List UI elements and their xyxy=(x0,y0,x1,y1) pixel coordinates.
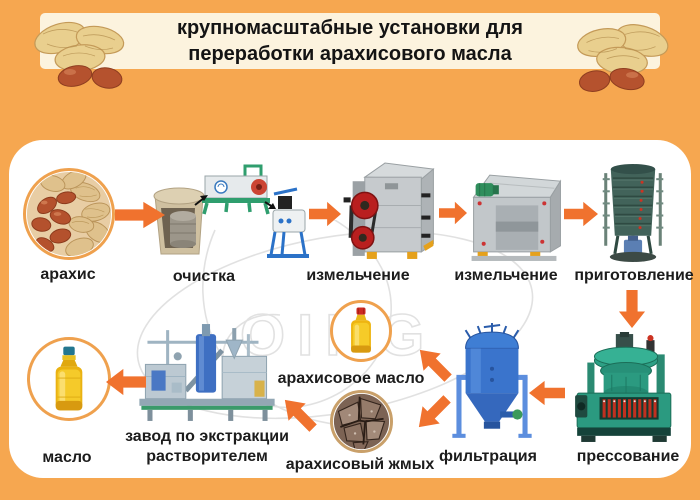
cooking-tower-image xyxy=(602,164,664,262)
arrow-cooking-to-pressing-icon xyxy=(618,290,646,328)
crushing-machine-image xyxy=(343,162,435,259)
title-line-1: крупномасштабные установки для xyxy=(177,17,523,39)
press-machine-image xyxy=(575,332,672,442)
step-cooking-label: приготовление xyxy=(574,267,694,284)
arrow-filtration-to-oil-icon xyxy=(411,341,458,388)
arrow-crushing-to-flaking-icon xyxy=(439,201,467,225)
arrow-cake-to-extraction-icon xyxy=(276,391,323,438)
step-pressing xyxy=(575,332,675,444)
step-peanut-oil-label: арахисовое масло xyxy=(277,370,425,387)
step-pressing-label: прессование xyxy=(576,448,680,465)
step-oil xyxy=(27,337,111,421)
step-cleaning xyxy=(146,160,310,262)
step-oil-label: масло xyxy=(42,449,92,466)
peanuts-image xyxy=(26,171,112,257)
peanuts-decoration-left xyxy=(15,6,145,94)
arrow-peanuts-to-cleaning-icon xyxy=(115,201,165,229)
step-peanut-oil xyxy=(330,300,392,362)
cleaning-machines-image xyxy=(153,164,309,258)
step-filtration xyxy=(450,322,534,446)
peanut-cake-image xyxy=(333,393,390,450)
step-cleaning-label: очистка xyxy=(172,268,236,285)
extraction-plant-image xyxy=(139,324,275,421)
step-peanut-cake xyxy=(330,390,393,453)
oil-bottle-image xyxy=(30,340,108,418)
arrow-pressing-to-filtration-icon xyxy=(529,380,565,406)
arrow-flaking-to-cooking-icon xyxy=(564,201,598,227)
peanut-oil-bottle-image xyxy=(333,303,389,359)
step-crushing xyxy=(342,157,436,264)
flaking-machine-image xyxy=(471,174,562,261)
step-flaking xyxy=(463,165,565,264)
title-banner: крупномасштабные установки для переработ… xyxy=(40,13,660,69)
arrow-filtration-to-cake-icon xyxy=(410,390,457,437)
step-peanuts-label: арахис xyxy=(40,266,96,283)
step-peanuts xyxy=(23,168,115,260)
step-extraction-label: завод по экстракции растворителем xyxy=(125,427,289,467)
filter-vessel-image xyxy=(452,323,532,438)
step-cooking xyxy=(601,161,665,266)
step-filtration-label: фильтрация xyxy=(439,448,537,465)
step-extraction xyxy=(137,320,277,427)
peanut-cluster-icon xyxy=(577,24,669,92)
arrow-cleaning-to-crushing-icon xyxy=(309,201,341,227)
step-crushing-label: измельчение xyxy=(306,267,410,284)
step-peanut-cake-label: арахисовый жмых xyxy=(285,456,435,473)
step-extraction-label-line1: завод по экстракции xyxy=(125,428,289,445)
peanut-cluster-icon xyxy=(34,21,125,89)
peanuts-decoration-right xyxy=(556,8,688,96)
arrow-extraction-to-oil-icon xyxy=(106,368,146,396)
step-extraction-label-line2: растворителем xyxy=(146,448,268,465)
step-flaking-label: измельчение xyxy=(454,267,558,284)
title-line-2: переработки арахисового масла xyxy=(188,43,512,65)
